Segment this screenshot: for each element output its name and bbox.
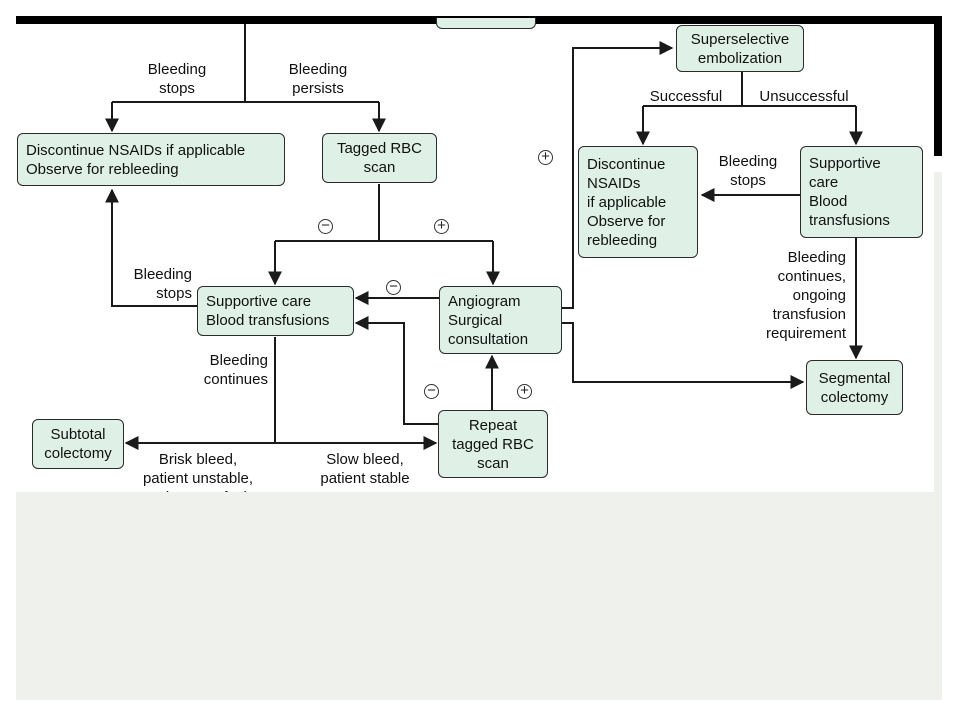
label-bleeding-stops-right: Bleeding stops [718, 153, 778, 189]
node-supportive-care-center: Supportive care Blood transfusions [197, 286, 354, 336]
negative-sign-angiogram: − [386, 279, 401, 295]
positive-sign-tagged-right: + [434, 218, 449, 234]
node-superselective-embolization: Superselective embolization [676, 25, 804, 72]
node-discontinue-nsaids-right: Discontinue NSAIDs if applicable Observe… [578, 146, 698, 258]
arrow-repeat-to-supportive [354, 316, 440, 425]
arrow-angiogram-to-embolization [562, 41, 674, 309]
positive-sign-repeat-scan: + [517, 383, 532, 399]
label-brisk-bleed: Brisk bleed, patient unstable, ongoing t… [133, 451, 264, 492]
negative-sign-tagged-left: − [318, 218, 333, 234]
positive-sign-embolization: + [538, 149, 553, 165]
label-bleeding-persists-top: Bleeding persists [288, 61, 348, 97]
node-discontinue-nsaids-left: Discontinue NSAIDs if applicable Observe… [17, 133, 285, 186]
node-segmental-colectomy: Segmental colectomy [806, 360, 903, 415]
footer-panel [16, 492, 942, 700]
node-tagged-rbc-scan: Tagged RBC scan [322, 133, 437, 183]
label-bleeding-stops-top: Bleeding stops [147, 61, 207, 97]
arrow-angiogram-to-segmental [562, 322, 805, 389]
node-angiogram: Angiogram Surgical consultation [439, 286, 562, 354]
right-side-panel [934, 172, 942, 492]
arrow-supportive-to-discontinue [105, 188, 197, 307]
label-bleeding-continues-right: Bleeding continues, ongoing transfusion … [765, 249, 846, 342]
label-bleeding-continues-center: Bleeding continues [203, 352, 268, 388]
negative-sign-repeat-scan: − [424, 383, 439, 399]
right-border-bar [934, 16, 942, 156]
label-unsuccessful: Unsuccessful [759, 88, 849, 105]
label-slow-bleed: Slow bleed, patient stable [320, 451, 410, 487]
node-repeat-tagged-rbc-scan: Repeat tagged RBC scan [438, 410, 548, 478]
node-supportive-care-right: Supportive care Blood transfusions [800, 146, 923, 238]
label-successful: Successful [649, 88, 723, 105]
node-subtotal-colectomy: Subtotal colectomy [32, 419, 124, 469]
top-cropped-node [436, 18, 536, 29]
label-bleeding-stops-left: Bleeding stops [133, 266, 192, 302]
